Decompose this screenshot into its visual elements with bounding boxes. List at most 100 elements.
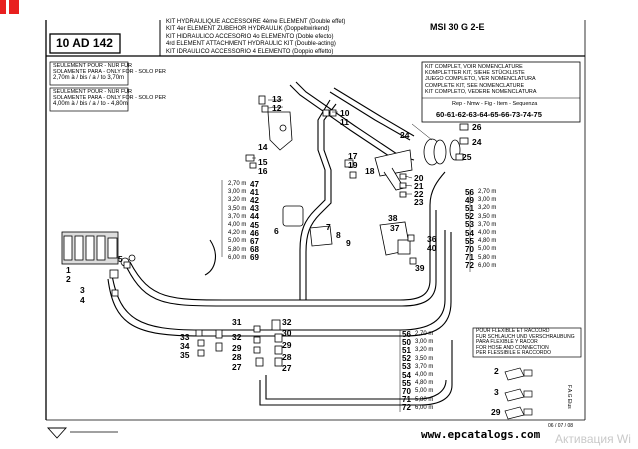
part-number: 43 — [250, 204, 259, 214]
part-label: 9 — [346, 238, 351, 248]
length-value: 3,00 m — [228, 189, 247, 196]
length-value: 4,00 m — [478, 230, 497, 237]
part-label: 35 — [180, 350, 190, 360]
length-value: 3,70 m — [228, 213, 247, 220]
table-row: 53 3,70 m — [465, 220, 497, 230]
kit-line-4: COMPLETE KIT, SEE NOMENCLATURE — [425, 82, 525, 89]
part-label: 3 — [80, 285, 85, 295]
part-number: 53 — [465, 220, 474, 230]
part-number: 45 — [250, 220, 259, 230]
part-label: 6 — [274, 226, 279, 236]
part-label: 15 — [258, 157, 268, 167]
length-value: 4,20 m — [228, 230, 247, 237]
part-number: 72 — [465, 261, 474, 271]
table-row: 72 6,00 m — [465, 261, 497, 271]
part-label: 7 — [326, 222, 331, 232]
watermark: Активация Wi — [555, 432, 631, 446]
kit-line-5: KIT COMPLETO, VEDERE NOMENCLATURA — [425, 88, 537, 95]
length-value: 3,20 m — [415, 347, 434, 354]
model-code: MSI 30 G 2-E — [430, 22, 485, 32]
part-label: 39 — [415, 263, 425, 273]
part-label: 18 — [365, 166, 375, 176]
part-label: 28 — [282, 352, 292, 362]
part-number: 54 — [465, 228, 474, 238]
part-number: 53 — [402, 362, 411, 372]
length-value: 3,20 m — [228, 197, 247, 204]
note1-line-1: SEULEMENT POUR - NUR FUR — [53, 63, 132, 69]
part-label: 28 — [232, 352, 242, 362]
length-value: 4,80 m — [415, 380, 434, 387]
length-value: 3,50 m — [478, 213, 497, 220]
part-label: 13 — [272, 94, 282, 104]
part-number: 56 — [465, 187, 474, 197]
part-label: 5 — [118, 254, 123, 264]
part-label: 38 — [388, 213, 398, 223]
part-label: 32 — [282, 317, 292, 327]
part-number: 52 — [402, 354, 411, 364]
part-label: 32 — [232, 332, 242, 342]
part-number: 50 — [402, 337, 411, 347]
header-titles: KIT HYDRAULIQUE ACCESSOIRE 4ème ELEMENT … — [166, 19, 345, 56]
kit-rep-label: Rep - Nmw - Fig - Item - Sequenza — [452, 101, 538, 107]
side-code: F.A.G Elus — [566, 385, 572, 409]
flex-label-2: 2 — [494, 366, 499, 376]
note2-range: 4,00m à / bis / a / to - 4,80m — [53, 101, 128, 108]
length-value: 5,00 m — [228, 238, 247, 245]
length-value: 3,00 m — [478, 197, 497, 204]
header-title-1: KIT HYDRAULIQUE ACCESSOIRE 4ème ELEMENT … — [166, 19, 346, 25]
table-row: 52 3,50 m — [465, 212, 497, 222]
part-label: 2 — [66, 274, 71, 284]
part-number: 56 — [402, 329, 411, 339]
length-value: 6,00 m — [478, 262, 497, 269]
kit-rep-values: 60-61-62-63-64-65-66-73-74-75 — [436, 110, 542, 119]
part-number: 70 — [465, 244, 474, 254]
kit-line-3: JUEGO COMPLETO, VER NOMENCLATURA — [425, 76, 536, 83]
length-value: 5,00 m — [478, 246, 497, 253]
length-value: 3,50 m — [415, 355, 434, 362]
flex-line-3: PARA FLEXIBLE Y RACOR — [476, 339, 538, 346]
part-label: 20 — [414, 173, 424, 183]
website-link[interactable]: www.epcatalogs.com — [421, 428, 541, 441]
length-value: 3,70 m — [478, 221, 497, 228]
part-label: 40 — [427, 243, 437, 253]
length-value: 2,70 m — [478, 189, 497, 196]
part-label: 33 — [180, 332, 190, 342]
part-number: 51 — [465, 203, 474, 213]
red-marker-right — [9, 0, 19, 14]
part-label: 10 — [340, 108, 350, 118]
part-label: 24 — [400, 130, 410, 140]
note-box-1: SEULEMENT POUR - NUR FUR SOLAMENTE PARA … — [53, 63, 166, 82]
header-title-5: KIT IDRAULICO ACCESSORIO 4 ELEMENTO (Dop… — [166, 48, 334, 55]
kit-box: KIT COMPLET, VOIR NOMENCLATURE KOMPLETTE… — [425, 64, 536, 95]
part-label: 29 — [282, 340, 292, 350]
part-label: 36 — [427, 234, 437, 244]
length-value: 6,00 m — [228, 254, 247, 261]
ref-code: 10 AD 142 — [56, 36, 113, 50]
part-number: 52 — [465, 212, 474, 222]
part-label: 11 — [340, 117, 349, 127]
part-label: 31 — [232, 317, 242, 327]
part-number: 46 — [250, 228, 259, 238]
part-number: 72 — [402, 403, 411, 413]
table-row: 51 3,20 m — [402, 345, 434, 355]
length-value: 3,00 m — [415, 339, 434, 346]
part-number: 68 — [250, 245, 259, 255]
part-label: 21 — [414, 181, 424, 191]
header-title-2: KIT 4er ELEMENT ZUBEHOR HYDRAULIK (Doppe… — [166, 26, 330, 33]
note1-range: 2,70m à / bis / a / to 3,70m — [53, 75, 125, 82]
part-number: 69 — [250, 253, 259, 263]
length-value: 4,00 m — [415, 372, 434, 379]
part-number: 51 — [402, 345, 411, 355]
red-marker-left — [0, 0, 6, 14]
table-row: 54 4,00 m — [465, 228, 497, 238]
